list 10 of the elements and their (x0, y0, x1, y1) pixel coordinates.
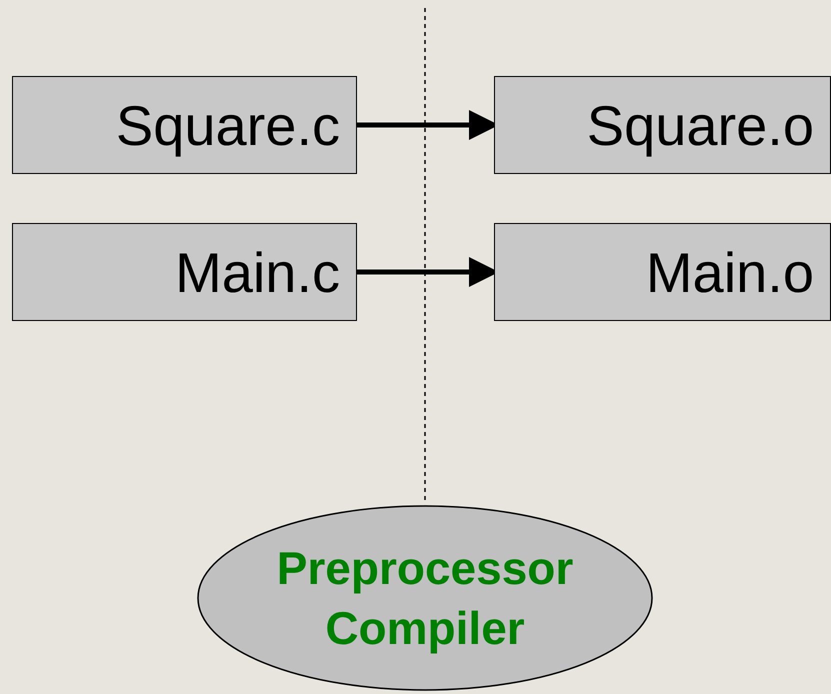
file-box (494, 76, 831, 174)
file-name: Main.c (175, 240, 340, 304)
file-box (12, 76, 357, 174)
file-box (12, 223, 357, 321)
process-ellipse (197, 505, 653, 691)
process-label: Preprocessor Compiler (276, 541, 574, 656)
file-name: Square.o (586, 92, 814, 158)
file-name: Main.o (646, 240, 814, 304)
file-name: Square.c (116, 92, 340, 158)
file-box (494, 223, 831, 321)
